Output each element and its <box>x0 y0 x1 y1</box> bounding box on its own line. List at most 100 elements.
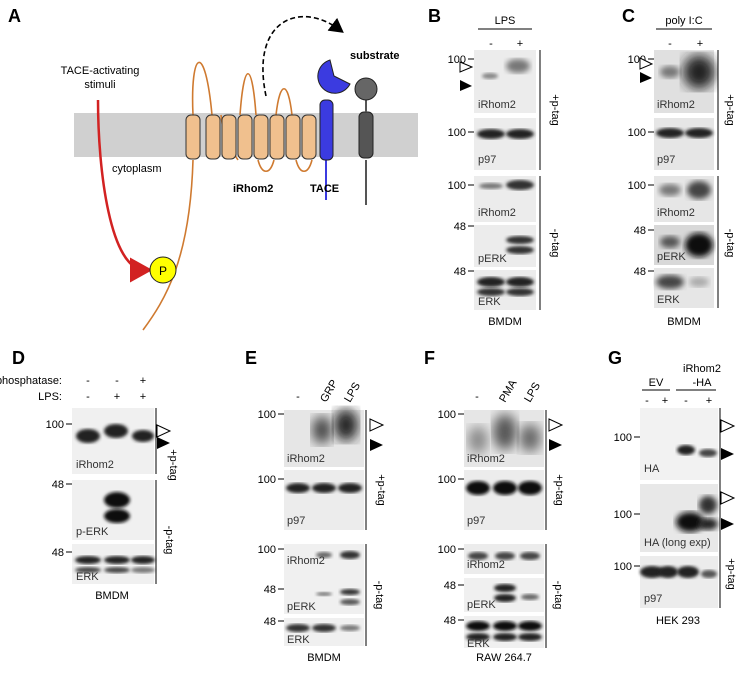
band <box>656 128 684 138</box>
panel-c-mw: 100 <box>628 127 646 139</box>
panel-d-letter: D <box>12 348 25 368</box>
activation-dashed-arrow <box>262 15 344 97</box>
panel-b: B LPS - + iRhom2 p97 iRhom2 pERK ERK 100… <box>428 6 561 328</box>
band <box>340 589 360 595</box>
open-arrowhead-icon <box>548 418 564 432</box>
panel-d-label-perk: p-ERK <box>76 526 109 538</box>
filled-arrowhead-icon <box>460 80 472 91</box>
panel-b-letter: B <box>428 6 441 26</box>
band <box>316 552 332 558</box>
panel-d-sign: - <box>115 375 119 387</box>
band <box>104 424 128 438</box>
band <box>683 55 715 89</box>
band <box>506 288 534 296</box>
band <box>131 567 155 573</box>
open-arrowhead-icon <box>369 418 385 432</box>
panel-b-blot-irhom2-top <box>474 50 536 113</box>
band <box>698 518 718 530</box>
filled-arrowhead-icon <box>549 439 562 451</box>
irhom2-loops <box>142 61 313 331</box>
stimuli-label-line2: stimuli <box>84 79 115 91</box>
panel-e-mw: 48 <box>264 616 276 628</box>
panel-e-mw: 48 <box>264 584 276 596</box>
band <box>104 492 130 508</box>
panel-g-mw: 100 <box>614 509 632 521</box>
panel-c-lane-plus: + <box>697 38 703 50</box>
panel-f-mw: 100 <box>438 409 456 421</box>
band <box>493 414 517 450</box>
filled-arrowhead-icon <box>721 518 734 530</box>
panel-c-ptag-minus: -p-tag <box>724 229 736 258</box>
panel-g-mw: 100 <box>614 432 632 444</box>
filled-arrowhead-icon <box>640 72 652 83</box>
band <box>699 496 717 514</box>
band <box>312 483 336 493</box>
substrate-label: substrate <box>350 50 400 62</box>
panel-b-mw-ticks <box>468 58 474 272</box>
band <box>701 570 717 578</box>
panel-c-label-erk: ERK <box>657 294 680 306</box>
panel-b-blot-p97 <box>474 118 536 170</box>
band <box>286 483 310 493</box>
panel-g-group-irhom2-line1: iRhom2 <box>683 363 721 375</box>
panel-g-label-ha-long: HA (long exp) <box>644 537 711 549</box>
band <box>506 236 534 244</box>
panel-g-sign: - <box>645 395 649 407</box>
panel-e-mw: 100 <box>258 544 276 556</box>
panel-c-cell-line: BMDM <box>667 316 701 328</box>
phospho-circle <box>149 256 177 284</box>
panel-d-ptag-minus: -p-tag <box>163 526 175 555</box>
tace-pacman <box>317 59 351 94</box>
panel-d-sign: + <box>140 375 146 387</box>
band <box>312 624 336 632</box>
panel-f-mw: 48 <box>444 615 456 627</box>
panel-b-ptag-minus: -p-tag <box>549 229 561 258</box>
panel-c-mw: 48 <box>634 225 646 237</box>
panel-g-cell-line: HEK 293 <box>656 615 700 627</box>
band <box>506 59 530 73</box>
band <box>658 566 678 578</box>
panel-f-ptag-minus: -p-tag <box>552 581 564 610</box>
panel-f-lane: LPS <box>522 380 543 404</box>
panel-c-label-perk: pERK <box>657 251 686 263</box>
panel-g-blot-ha <box>640 408 718 480</box>
panel-b-cell-line: BMDM <box>488 316 522 328</box>
panel-f-mw: 100 <box>438 474 456 486</box>
panel-b-label-perk: pERK <box>478 253 507 265</box>
tace-tm <box>319 99 334 161</box>
panel-g-blot-p97 <box>640 556 718 608</box>
band <box>334 409 358 441</box>
panel-c-treatment: poly I:C <box>665 15 702 27</box>
band <box>316 592 332 596</box>
panel-b-mw: 100 <box>448 127 466 139</box>
band <box>477 288 505 296</box>
panel-d-label-erk: ERK <box>76 571 99 583</box>
panel-b-label-erk: ERK <box>478 296 501 308</box>
band <box>659 184 681 196</box>
panel-b-label-irhom2-bottom: iRhom2 <box>478 207 516 219</box>
panel-d-row-phosphatase: phosphatase: <box>0 375 62 387</box>
panel-a-letter: A <box>8 6 21 26</box>
filled-arrowhead-icon <box>157 437 170 449</box>
panel-d-mw: 100 <box>46 419 64 431</box>
panel-g-letter: G <box>608 348 622 368</box>
band <box>312 416 332 444</box>
open-arrowhead-icon <box>720 419 736 433</box>
panel-e-mw: 100 <box>258 474 276 486</box>
band <box>132 430 154 442</box>
band <box>340 599 360 605</box>
panel-c-blot-p97 <box>654 118 714 170</box>
panel-e-letter: E <box>245 348 257 368</box>
panel-g-ptag-plus: +p-tag <box>725 558 736 590</box>
panel-e-lane: GRP <box>318 378 340 405</box>
panel-g-mw: 100 <box>614 561 632 573</box>
panel-g-group-irhom2-line2: -HA <box>693 377 713 389</box>
panel-c-ptag-plus: +p-tag <box>724 94 736 126</box>
stimuli-label-line1: TACE-activating <box>61 65 140 77</box>
panel-e-cell-line: BMDM <box>307 652 341 664</box>
band <box>677 445 695 455</box>
band <box>493 621 517 631</box>
panel-f-label-p97: p97 <box>467 515 485 527</box>
panel-c-mw: 100 <box>628 180 646 192</box>
panel-f-mw: 100 <box>438 544 456 556</box>
